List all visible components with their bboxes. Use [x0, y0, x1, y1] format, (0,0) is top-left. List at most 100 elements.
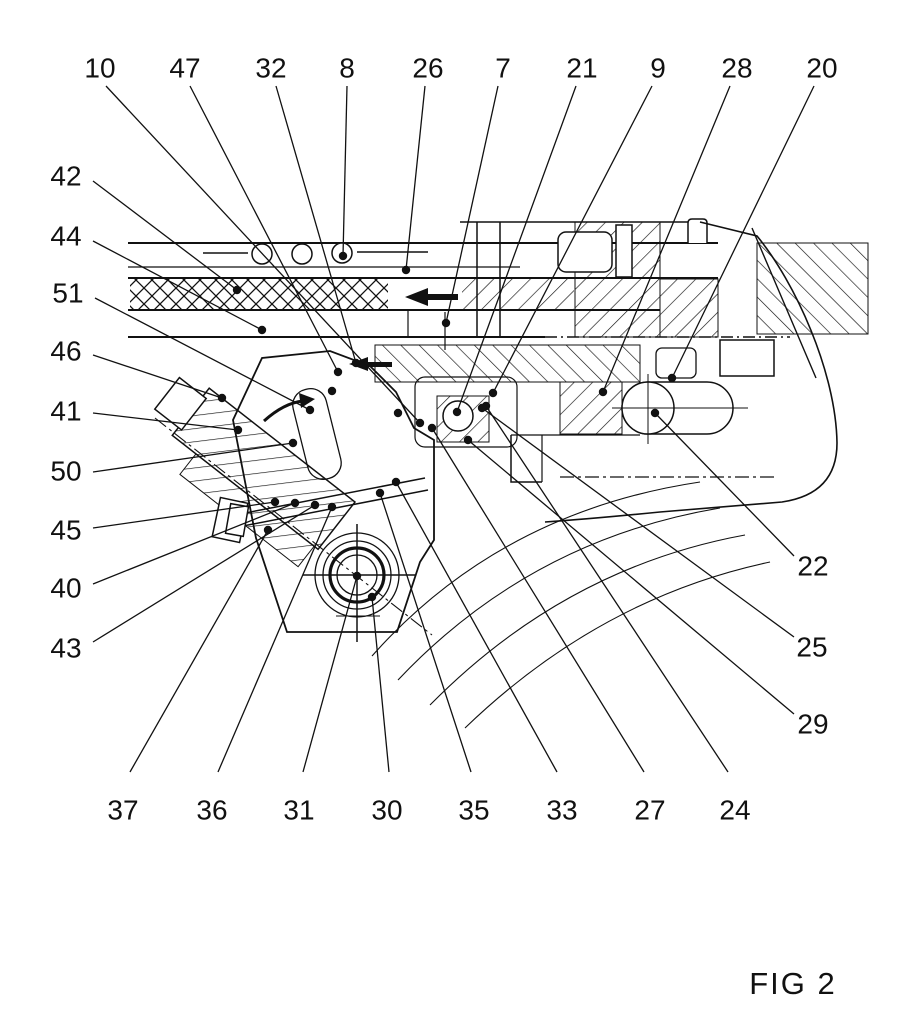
catch-bracket-hatch	[374, 344, 641, 383]
leader-line-51	[94, 297, 311, 411]
leader-dot-26	[401, 265, 411, 275]
leader-line-42	[92, 180, 238, 291]
lock-wedge	[153, 376, 357, 568]
drawing-dot	[393, 408, 403, 418]
leader-line-36	[217, 506, 333, 773]
hatch-far-right	[756, 242, 869, 335]
leader-dot-44	[257, 325, 267, 335]
leader-line-21	[456, 85, 577, 413]
figure-caption: FIG 2	[749, 966, 837, 1001]
leader-line-32	[275, 85, 357, 364]
leader-line-24	[485, 405, 729, 773]
leader-dot-43	[310, 500, 320, 510]
leader-line-45	[92, 501, 276, 529]
leader-dot-8	[338, 251, 348, 261]
ref-label-28: 28	[721, 53, 752, 84]
leader-dot-47	[333, 367, 343, 377]
leader-dot-35	[375, 488, 385, 498]
leader-dot-28	[598, 387, 608, 397]
leader-dot-29	[463, 435, 473, 445]
upper-rail	[128, 218, 869, 350]
leader-line-25	[481, 407, 795, 638]
leader-dot-45	[270, 497, 280, 507]
ref-label-46: 46	[50, 336, 81, 367]
leader-dot-37	[263, 525, 273, 535]
ref-label-41: 41	[50, 396, 81, 427]
leader-line-9	[492, 85, 653, 394]
ref-label-44: 44	[50, 221, 81, 252]
leader-dot-50	[288, 438, 298, 448]
ref-label-30: 30	[371, 795, 402, 826]
leader-line-20	[671, 85, 815, 379]
ref-label-24: 24	[719, 795, 750, 826]
ref-label-29: 29	[797, 709, 828, 740]
arrows	[262, 288, 458, 423]
leader-line-28	[602, 85, 731, 393]
leader-dot-46	[217, 393, 227, 403]
leader-line-27	[431, 427, 645, 773]
ref-label-20: 20	[806, 53, 837, 84]
leader-dot-33	[391, 477, 401, 487]
leader-dot-30	[367, 592, 377, 602]
ref-label-40: 40	[50, 573, 81, 604]
drawing-dot	[327, 386, 337, 396]
ref-label-32: 32	[255, 53, 286, 84]
rail-end-tab	[687, 218, 708, 243]
leader-dot-25	[477, 403, 487, 413]
ref-label-45: 45	[50, 515, 81, 546]
housing-slot-2	[655, 347, 697, 379]
plate-slot	[292, 387, 342, 481]
leader-line-50	[92, 442, 294, 473]
leader-line-26	[405, 85, 426, 271]
leader-dot-22	[650, 408, 660, 418]
right-housing	[374, 221, 838, 523]
slide-arrow-icon	[405, 288, 458, 306]
leader-line-41	[92, 412, 239, 431]
hatch-corner	[659, 278, 719, 338]
leader-line-8	[342, 85, 348, 257]
wedge-axis-line	[154, 417, 433, 636]
leader-dot-20	[667, 373, 677, 383]
release-arrow-icon	[349, 357, 392, 371]
leader-line-30	[371, 596, 390, 773]
leader-dot-32	[351, 358, 361, 368]
ref-label-26: 26	[412, 53, 443, 84]
leader-dot-21	[452, 407, 462, 417]
leader-line-35	[379, 492, 472, 773]
ref-label-22: 22	[797, 551, 828, 582]
housing-window	[719, 339, 775, 377]
crosshatch-band	[130, 279, 388, 309]
leader-line-46	[92, 354, 223, 399]
ref-label-36: 36	[196, 795, 227, 826]
ref-label-27: 27	[634, 795, 665, 826]
leader-dot-40	[290, 498, 300, 508]
leader-line-44	[92, 240, 263, 331]
ref-label-51: 51	[52, 278, 83, 309]
leader-dot-51	[305, 405, 315, 415]
ref-label-43: 43	[50, 633, 81, 664]
ref-label-42: 42	[50, 161, 81, 192]
leader-dot-41	[233, 425, 243, 435]
leader-dot-31	[352, 571, 362, 581]
ref-label-31: 31	[283, 795, 314, 826]
ref-label-25: 25	[796, 632, 827, 663]
frame-arcs	[371, 481, 771, 729]
leader-dot-10	[415, 418, 425, 428]
leader-line-29	[467, 439, 795, 715]
leader-line-7	[445, 85, 499, 324]
leader-dot-27	[427, 423, 437, 433]
leader-line-43	[92, 504, 316, 643]
leader-dot-7	[441, 318, 451, 328]
leader-line-10	[105, 85, 421, 424]
leader-line-31	[302, 575, 358, 773]
leader-line-22	[654, 412, 795, 557]
ref-label-10: 10	[84, 53, 115, 84]
ref-label-50: 50	[50, 456, 81, 487]
ref-label-21: 21	[566, 53, 597, 84]
leader-dot-9	[488, 388, 498, 398]
ref-label-35: 35	[458, 795, 489, 826]
ref-label-33: 33	[546, 795, 577, 826]
